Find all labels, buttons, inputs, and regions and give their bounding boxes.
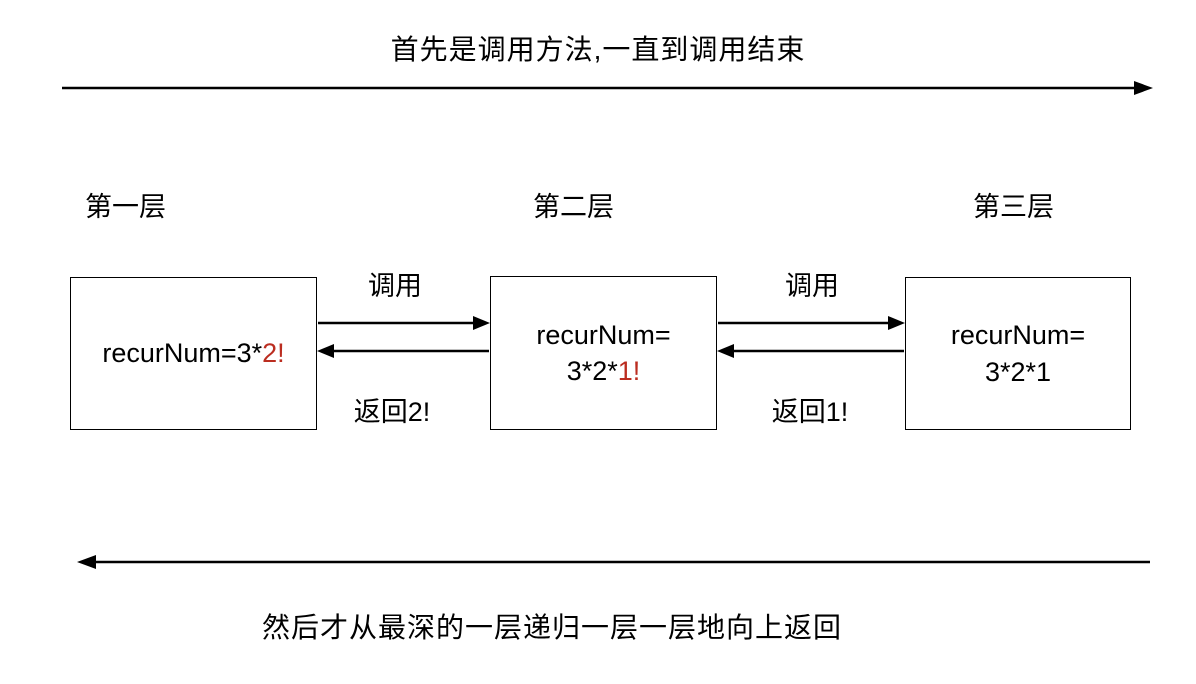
box-3-line-2: 3*2*1 bbox=[985, 354, 1051, 390]
recursion-box-3: recurNum= 3*2*1 bbox=[905, 277, 1131, 430]
return-arrow-1 bbox=[317, 344, 489, 358]
box-2-line-2: 3*2*1! bbox=[567, 353, 641, 389]
box-2-line-1: recurNum= bbox=[536, 317, 670, 353]
box-1-expression: recurNum=3* bbox=[102, 338, 263, 369]
box-1-highlight: 2! bbox=[262, 338, 285, 369]
return-label-2: 返回1! bbox=[771, 397, 849, 427]
box-2-expression: recurNum= bbox=[536, 319, 671, 350]
box-2-highlight: 1! bbox=[617, 356, 641, 386]
top-flow-arrow bbox=[62, 81, 1153, 95]
call-label-2: 调用 bbox=[785, 271, 839, 301]
box-2-expression-2: 3*2* bbox=[566, 356, 618, 386]
bottom-caption: 然后才从最深的一层递归一层一层地向上返回 bbox=[261, 612, 842, 643]
box-3-expression: recurNum= bbox=[950, 320, 1086, 351]
return-arrow-2 bbox=[717, 344, 904, 358]
call-arrow-1 bbox=[318, 316, 490, 330]
top-caption: 首先是调用方法,一直到调用结束 bbox=[390, 34, 806, 65]
bottom-flow-arrow bbox=[77, 555, 1150, 569]
call-arrow-2 bbox=[718, 316, 905, 330]
box-3-line-1: recurNum= bbox=[951, 317, 1085, 353]
box-3-expression-2: 3*2*1 bbox=[984, 356, 1052, 387]
box-1-line-1: recurNum=3*2! bbox=[102, 335, 284, 371]
layer-label-2: 第二层 bbox=[533, 192, 614, 222]
recursion-box-2: recurNum= 3*2*1! bbox=[490, 276, 717, 430]
call-label-1: 调用 bbox=[368, 271, 422, 301]
recursion-box-1: recurNum=3*2! bbox=[70, 277, 317, 430]
layer-label-3: 第三层 bbox=[973, 192, 1054, 222]
return-label-1: 返回2! bbox=[353, 397, 431, 427]
layer-label-1: 第一层 bbox=[85, 192, 166, 222]
